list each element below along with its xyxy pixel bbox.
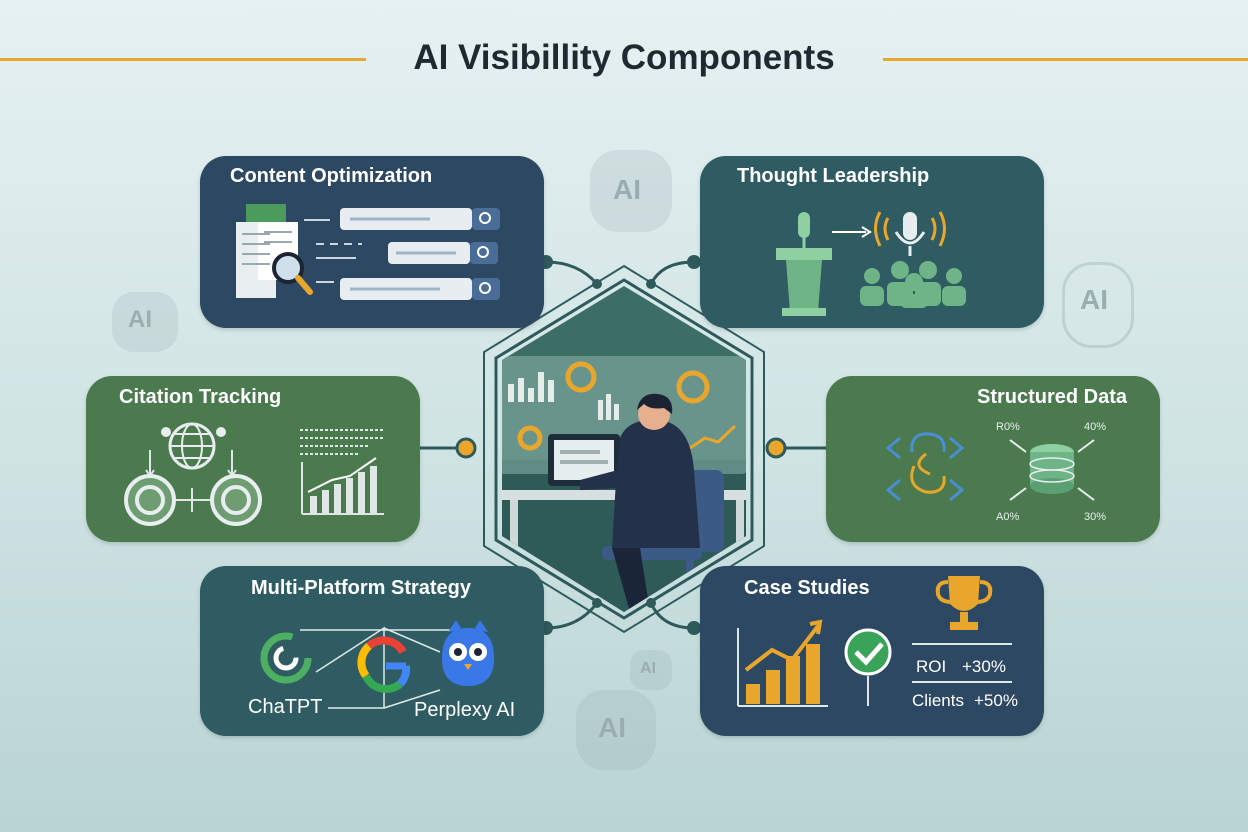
roi-label: ROI — [916, 657, 947, 676]
background-ai-robot-icon — [1062, 262, 1134, 348]
roi-value: +30% — [962, 657, 1006, 676]
page-title: AI Visibillity Components — [413, 38, 835, 77]
chatgpt-label: ChaTPT — [248, 696, 323, 718]
background-ai-robot-icon — [576, 690, 656, 770]
clients-value: +50% — [974, 691, 1018, 710]
background-ai-robot-icon — [630, 650, 672, 690]
perplexity-label: Perplexy AI — [414, 699, 516, 721]
clients-label: Clients — [912, 691, 964, 710]
title-rule-left — [0, 58, 366, 61]
structured-stat-top-right: 40% — [1084, 421, 1107, 433]
structured-stat-bottom-left: A0% — [996, 511, 1020, 523]
case-studies-title: Case Studies — [744, 577, 870, 599]
citation-tracking-title: Citation Tracking — [119, 386, 282, 408]
structured-stat-top-left: R0% — [996, 421, 1020, 433]
title-rule-right — [883, 58, 1248, 61]
background-ai-label: AI — [598, 712, 626, 743]
background-ai-label: AI — [1080, 284, 1108, 315]
background-ai-robot-icon — [112, 292, 178, 352]
content-optimization-title: Content Optimization — [230, 165, 433, 187]
background-ai-label: AI — [128, 306, 152, 333]
structured-stat-bottom-right: 30% — [1084, 511, 1107, 523]
thought-leadership-title: Thought Leadership — [737, 165, 930, 187]
background-ai-label: AI — [613, 174, 641, 205]
background-ai-label: AI — [640, 660, 656, 677]
multi-platform-title: Multi-Platform Strategy — [251, 577, 472, 599]
background-ai-robot-icon — [590, 150, 672, 232]
structured-data-title: Structured Data — [977, 386, 1128, 408]
structured-data-card — [826, 376, 1160, 542]
